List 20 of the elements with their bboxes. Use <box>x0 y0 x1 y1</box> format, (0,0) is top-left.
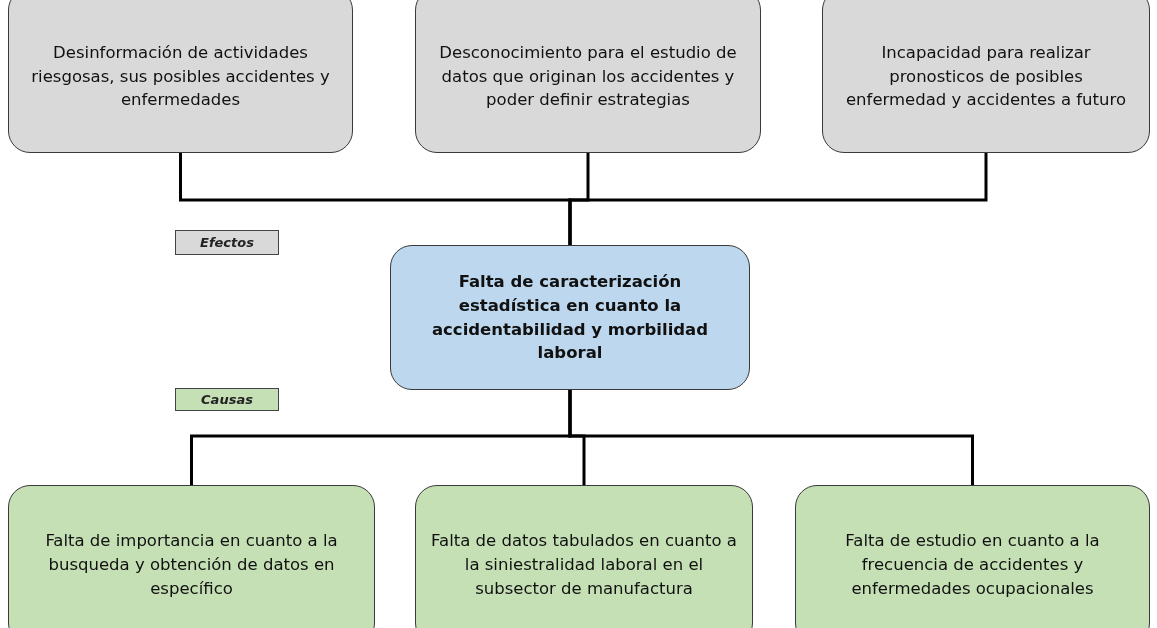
box-text: Falta de importancia en cuanto a la busqueda y obtención de datos en específico <box>44 530 339 600</box>
effect-box <box>822 0 1150 153</box>
section-label: Causas <box>201 392 253 407</box>
effect-box <box>8 0 353 153</box>
section-label: Efectos <box>200 235 254 250</box>
box-text: Falta de estudio en cuanto a la frecuencia de accidentes y enfermedades ocupacionales <box>844 530 1101 600</box>
section-tag <box>175 388 279 411</box>
connector-line <box>568 390 974 485</box>
cause-box <box>415 485 753 628</box>
box-text: Falta de datos tabulados en cuanto a la siniestralidad laboral en el subsector de manufactura <box>430 530 738 600</box>
box-text: Incapacidad para realizar pronosticos de posibles enfermedad y accidentes a futuro <box>844 41 1128 112</box>
problem-box <box>390 245 750 390</box>
effect-box <box>415 0 761 153</box>
box-text: Falta de caracterización estadística en cuanto la accidentabilidad y morbilidad laboral <box>430 270 710 365</box>
box-text: Desinformación de actividades riesgosas, sus posibles accidentes y enfermedades <box>30 41 331 112</box>
section-tag <box>175 230 279 255</box>
box-text: Desconocimiento para el estudio de datos que originan los accidentes y poder definir estrategias <box>438 41 738 112</box>
cause-box <box>795 485 1150 628</box>
cause-box <box>8 485 375 628</box>
connector-line <box>568 153 988 245</box>
